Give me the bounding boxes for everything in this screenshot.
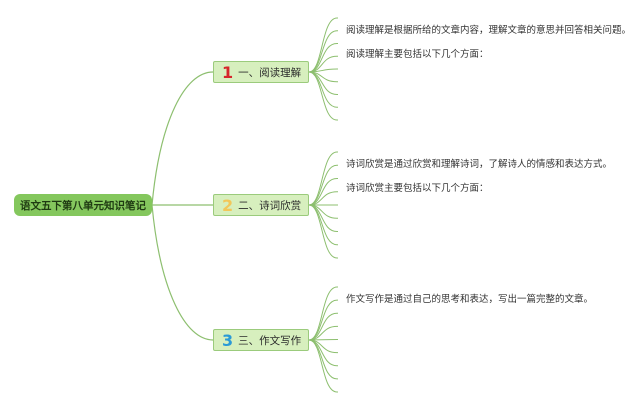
connector-root-branch-3 xyxy=(151,204,214,341)
note-writing-1: 作文写作是通过自己的思考和表达，写出一篇完整的文章。 xyxy=(346,294,594,305)
note-connector-3-1 xyxy=(308,286,338,341)
branch-label-2: 二、诗词欣赏 xyxy=(238,199,302,212)
note-connector-1-9 xyxy=(308,71,338,121)
branch-label-1: 一、阅读理解 xyxy=(238,66,302,79)
branch-reading-comprehension[interactable]: 1 一、阅读理解 xyxy=(213,61,309,83)
note-connector-2-2 xyxy=(308,164,338,206)
branch-poetry-appreciation[interactable]: 2 二、诗词欣赏 xyxy=(213,194,309,216)
note-connector-2-9 xyxy=(308,204,338,259)
root-topic-label: 语文五下第八单元知识笔记 xyxy=(20,199,146,212)
root-topic[interactable]: 语文五下第八单元知识笔记 xyxy=(14,194,152,216)
note-reading-1: 阅读理解是根据所给的文章内容，理解文章的意思并回答相关问题。 xyxy=(346,25,632,36)
note-connector-2-8 xyxy=(308,204,338,246)
note-connector-2-1 xyxy=(308,151,338,206)
branch-label-3: 三、作文写作 xyxy=(238,334,302,347)
connector-root-branch-1 xyxy=(151,71,214,206)
note-connector-2-3 xyxy=(308,178,338,206)
branch-number-3: 3 xyxy=(222,330,234,350)
branch-number-1: 1 xyxy=(222,62,234,82)
note-poetry-2: 诗词欣赏主要包括以下几个方面： xyxy=(346,183,489,194)
note-connector-3-5 xyxy=(308,339,338,341)
note-connector-1-1 xyxy=(308,17,338,73)
note-connector-1-2 xyxy=(308,30,338,73)
branch-composition-writing[interactable]: 3 三、作文写作 xyxy=(213,329,309,351)
note-reading-2: 阅读理解主要包括以下几个方面： xyxy=(346,49,489,60)
note-connector-1-3 xyxy=(308,43,338,73)
note-connector-3-8 xyxy=(308,339,338,380)
note-connector-3-9 xyxy=(308,339,338,393)
note-connector-3-3 xyxy=(308,312,338,341)
branch-number-2: 2 xyxy=(222,195,234,215)
note-connector-3-2 xyxy=(308,299,338,341)
note-connector-1-7 xyxy=(308,71,338,95)
note-poetry-1: 诗词欣赏是通过欣赏和理解诗词，了解诗人的情感和表达方式。 xyxy=(346,159,613,170)
